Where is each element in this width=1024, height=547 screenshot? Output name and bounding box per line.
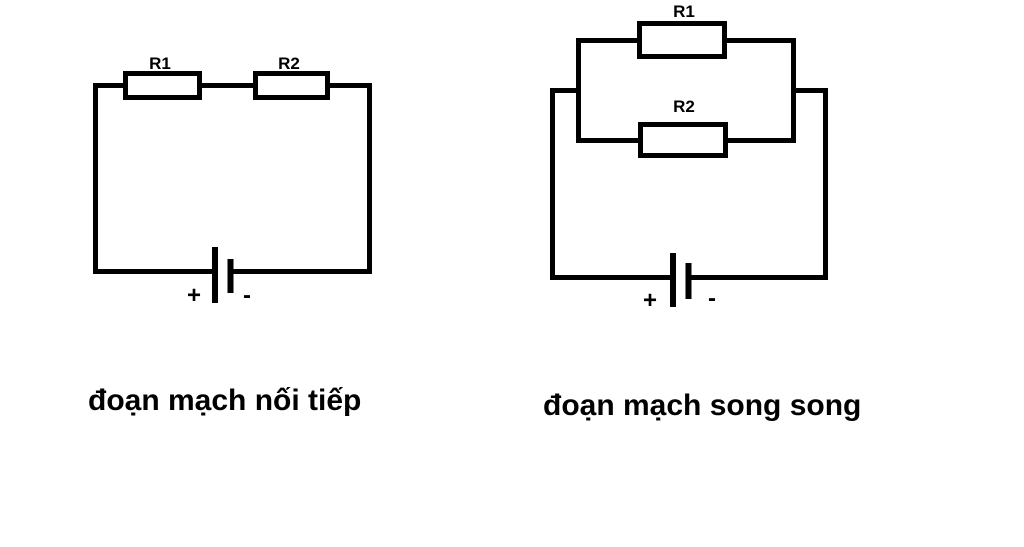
parallel-battery-plus-label: + <box>643 287 657 314</box>
series-resistor-r2-label: R2 <box>278 54 300 73</box>
parallel-circuit: R1 R2 + - đoạn mạch song song <box>543 2 861 422</box>
parallel-circuit-caption: đoạn mạch song song <box>543 389 861 422</box>
parallel-resistor-r1-label: R1 <box>673 2 695 21</box>
series-circuit: R1 R2 + - đoạn mạch nối tiếp <box>88 54 372 417</box>
parallel-resistor-r2-label: R2 <box>673 97 695 116</box>
parallel-battery-minus-label: - <box>708 285 716 312</box>
parallel-resistor-r1-box <box>637 21 727 59</box>
parallel-resistor-r2-box <box>638 122 728 158</box>
series-resistor-r1-label: R1 <box>149 54 171 73</box>
series-circuit-caption: đoạn mạch nối tiếp <box>88 384 361 417</box>
series-resistor-r1-box <box>123 71 202 100</box>
series-resistor-r2-box <box>253 71 330 100</box>
parallel-outer-wire-left <box>550 88 673 280</box>
series-battery-minus-label: - <box>243 282 251 309</box>
parallel-outer-wire-right <box>688 88 828 280</box>
series-wire-loop <box>93 83 372 274</box>
series-battery-plus-label: + <box>187 282 201 309</box>
